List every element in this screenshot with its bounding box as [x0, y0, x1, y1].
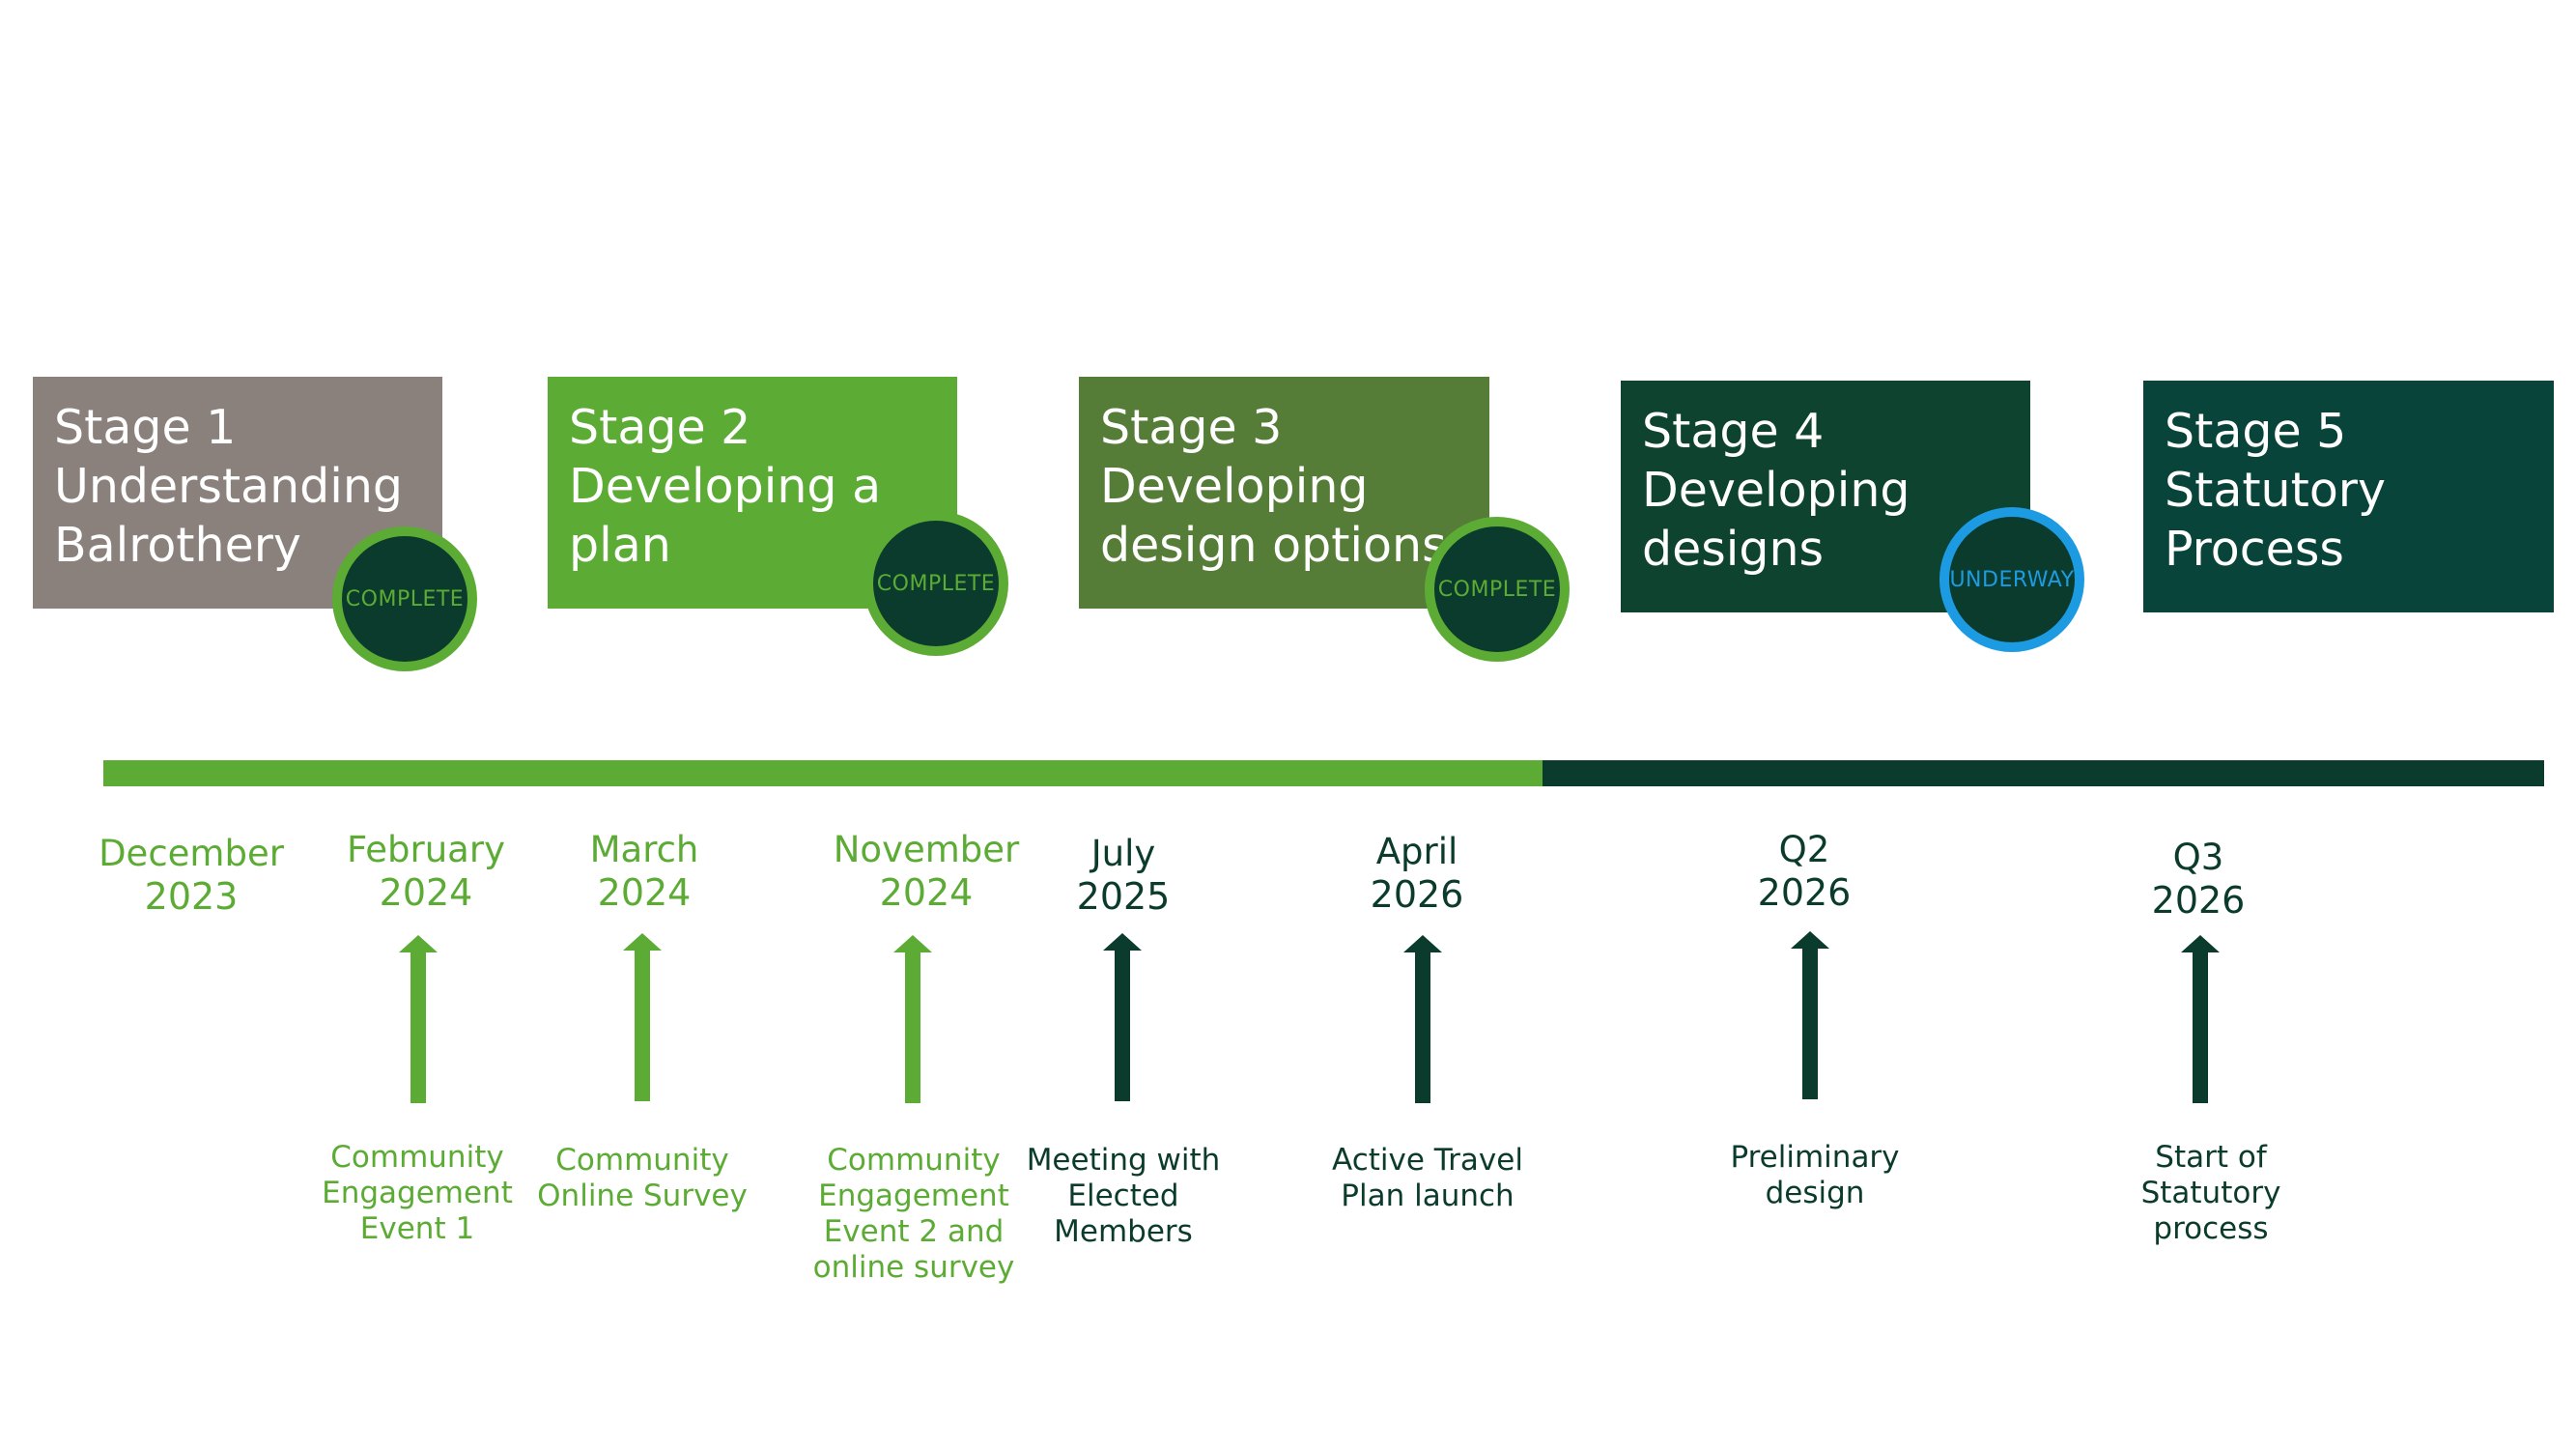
- event-8-month: Q3: [2172, 837, 2224, 878]
- event-5-date: July 2025: [1007, 833, 1239, 918]
- event-4-month: November: [833, 829, 1020, 870]
- event-7-caption-line: design: [1765, 1176, 1865, 1210]
- event-1-date: December 2023: [75, 833, 307, 918]
- stage-1-box: Stage 1 Understanding Balrothery: [33, 377, 442, 609]
- event-6-month: April: [1375, 831, 1458, 872]
- stage-1-line-2: Understanding: [54, 459, 404, 514]
- event-1-month: December: [99, 833, 284, 874]
- event-3-caption: Community Online Survey: [526, 1143, 758, 1214]
- stage-2-line-3: plan: [569, 518, 671, 573]
- event-2-arrow: [399, 935, 438, 1103]
- event-2-date: February 2024: [310, 829, 542, 914]
- event-7-caption-line: Preliminary: [1730, 1140, 1900, 1175]
- stage-2-status-badge: COMPLETE: [863, 511, 1008, 656]
- stage-5-box: Stage 5 Statutory Process: [2143, 381, 2554, 612]
- event-8-arrow: [2181, 935, 2220, 1103]
- stage-5-line-2: Statutory: [2165, 463, 2386, 518]
- event-5-month: July: [1090, 833, 1156, 874]
- stage-3-line-3: design options: [1100, 518, 1447, 573]
- stage-4-line-2: Developing: [1642, 463, 1911, 518]
- event-5-caption-line: Meeting with: [1026, 1143, 1221, 1178]
- timeline-bar-pending: [1543, 760, 2544, 786]
- event-7-arrow: [1791, 931, 1829, 1099]
- stage-3-title: Stage 3: [1100, 400, 1283, 455]
- event-4-caption-line: Community: [827, 1143, 1001, 1178]
- event-8-year: 2026: [2151, 879, 2246, 922]
- event-4-arrow: [893, 935, 932, 1103]
- event-2-caption-line: Community: [330, 1140, 504, 1175]
- stage-4-status-badge: UNDERWAY: [1939, 507, 2084, 652]
- stage-1-title: Stage 1: [54, 400, 237, 455]
- event-3-year: 2024: [597, 871, 692, 914]
- event-6-arrow: [1403, 935, 1442, 1103]
- event-8-caption-line: Statutory: [2140, 1176, 2281, 1210]
- stage-3-box: Stage 3 Developing design options: [1079, 377, 1489, 609]
- stage-5-title: Stage 5: [2165, 404, 2347, 459]
- stage-2-title: Stage 2: [569, 400, 751, 455]
- event-6-date: April 2026: [1301, 831, 1533, 916]
- event-2-caption: Community Engagement Event 1: [301, 1140, 533, 1247]
- event-6-year: 2026: [1370, 873, 1464, 916]
- stage-4-line-3: designs: [1642, 522, 1825, 577]
- event-5-caption-line: Elected: [1067, 1179, 1179, 1213]
- event-7-date: Q2 2026: [1688, 829, 1920, 914]
- event-4-caption-line: Engagement: [818, 1179, 1009, 1213]
- event-3-arrow: [623, 933, 662, 1101]
- event-6-caption-line: Active Travel: [1332, 1143, 1523, 1178]
- timeline-bar-complete: [103, 760, 1543, 786]
- event-1-year: 2023: [144, 875, 239, 918]
- event-4-caption: Community Engagement Event 2 and online …: [798, 1143, 1030, 1286]
- event-3-caption-line: Community: [555, 1143, 729, 1178]
- event-3-caption-line: Online Survey: [537, 1179, 748, 1213]
- event-7-month: Q2: [1778, 829, 1830, 870]
- stage-5-line-3: Process: [2165, 522, 2344, 577]
- event-7-caption: Preliminary design: [1699, 1140, 1931, 1211]
- event-8-caption-line: Start of: [2155, 1140, 2267, 1175]
- event-4-caption-line: online survey: [812, 1250, 1015, 1285]
- event-5-caption-line: Members: [1054, 1214, 1193, 1249]
- event-2-year: 2024: [379, 871, 473, 914]
- event-4-caption-line: Event 2 and: [823, 1214, 1005, 1249]
- event-2-caption-line: Engagement: [322, 1176, 513, 1210]
- event-6-caption-line: Plan launch: [1341, 1179, 1514, 1213]
- stage-3-status-badge: COMPLETE: [1425, 517, 1570, 662]
- event-8-caption-line: process: [2153, 1211, 2269, 1246]
- event-5-caption: Meeting with Elected Members: [1007, 1143, 1239, 1250]
- stage-3-line-2: Developing: [1100, 459, 1369, 514]
- stage-2-line-2: Developing a: [569, 459, 882, 514]
- event-2-month: February: [347, 829, 505, 870]
- stage-1-line-3: Balrothery: [54, 518, 301, 573]
- event-4-year: 2024: [879, 871, 974, 914]
- event-7-year: 2026: [1757, 871, 1852, 914]
- event-2-caption-line: Event 1: [359, 1211, 475, 1246]
- event-5-year: 2025: [1076, 875, 1171, 918]
- event-3-date: March 2024: [528, 829, 760, 914]
- event-5-arrow: [1103, 933, 1142, 1101]
- event-4-date: November 2024: [810, 829, 1042, 914]
- stage-4-title: Stage 4: [1642, 404, 1825, 459]
- event-8-date: Q3 2026: [2082, 837, 2314, 922]
- stage-1-status-badge: COMPLETE: [332, 526, 477, 671]
- event-8-caption: Start of Statutory process: [2095, 1140, 2327, 1247]
- event-6-caption: Active Travel Plan launch: [1312, 1143, 1543, 1214]
- event-3-month: March: [589, 829, 699, 870]
